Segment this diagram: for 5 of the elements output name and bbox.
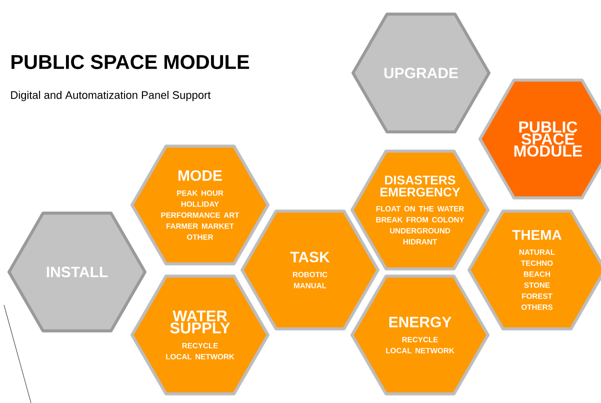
hexagon: UPGRADE bbox=[352, 12, 490, 134]
hexagon: PUBLIC SPACE MODULE bbox=[478, 78, 601, 200]
hexagon: INSTALL bbox=[8, 212, 146, 332]
title: PUBLIC SPACE MODULE bbox=[12, 54, 250, 70]
subtitle: Digital and Automatization Panel Support bbox=[11, 90, 211, 102]
